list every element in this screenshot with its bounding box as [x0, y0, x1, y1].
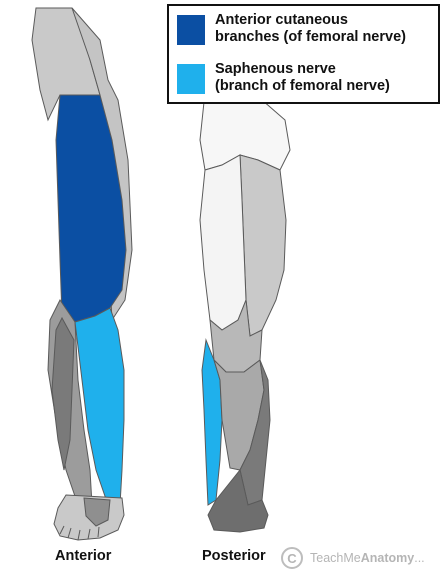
legend-label-line: Saphenous nerve: [215, 61, 430, 78]
brand-name-bold: Anatomy: [361, 551, 414, 565]
brand-name-light: TeachMe: [310, 551, 361, 565]
legend-swatch-dark-blue: [177, 15, 205, 45]
legend-item-saphenous: Saphenous nerve (branch of femoral nerve…: [177, 61, 430, 95]
caption-anterior: Anterior: [55, 548, 111, 564]
legend-swatch-light-blue: [177, 64, 205, 94]
legend-label: Saphenous nerve (branch of femoral nerve…: [215, 61, 430, 95]
legend-label-line: branches (of femoral nerve): [215, 29, 430, 46]
legend-label-line: (branch of femoral nerve): [215, 78, 430, 95]
brand-name: TeachMeAnatomy...: [310, 551, 425, 565]
legend-label-line: Anterior cutaneous: [215, 12, 430, 29]
brand-name-suffix: ...: [414, 551, 424, 565]
copyright-icon: C: [281, 547, 303, 569]
posterior-medial-thigh-region: [200, 155, 246, 330]
brand-watermark: C TeachMeAnatomy...: [281, 547, 425, 569]
legend-box: Anterior cutaneous branches (of femoral …: [167, 4, 440, 104]
legend-item-anterior-cutaneous: Anterior cutaneous branches (of femoral …: [177, 12, 430, 46]
caption-posterior: Posterior: [202, 548, 266, 564]
legend-label: Anterior cutaneous branches (of femoral …: [215, 12, 430, 46]
posterior-leg: [200, 96, 290, 532]
anterior-leg: [32, 8, 132, 540]
